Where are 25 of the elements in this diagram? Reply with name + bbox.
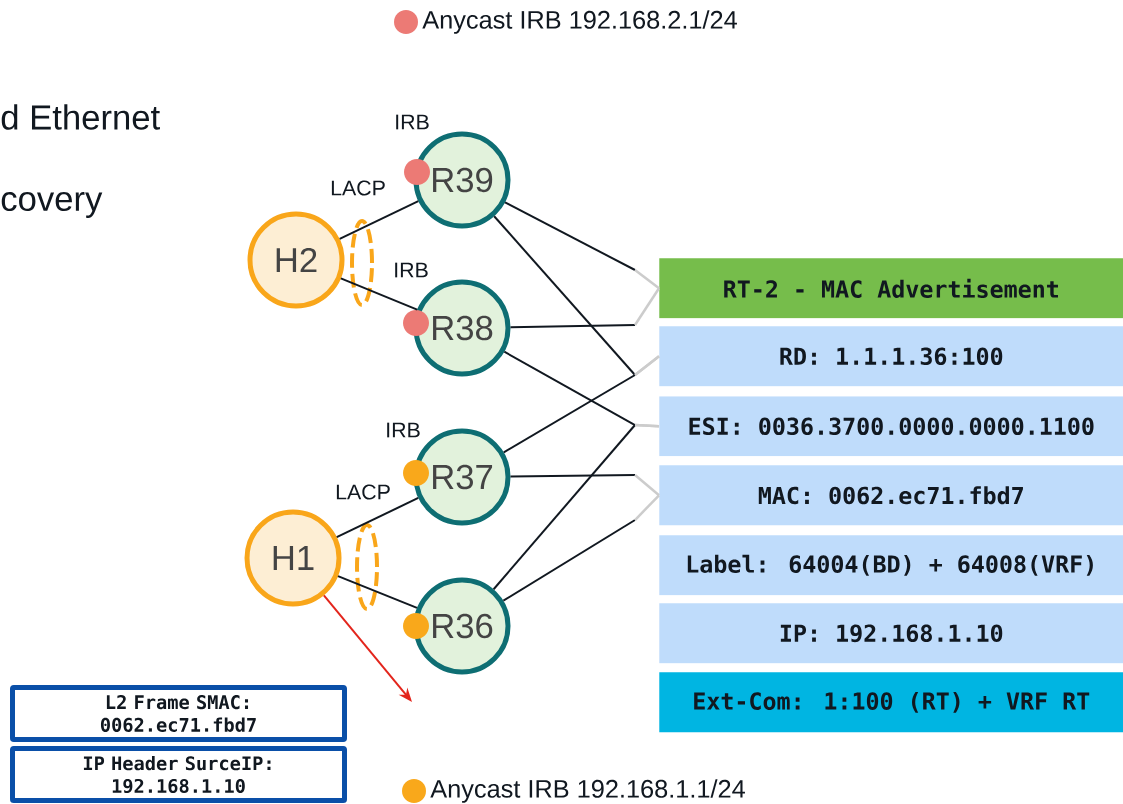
link-line <box>502 355 660 454</box>
legend-text: Anycast IRB 192.168.1.1/24 <box>430 779 745 803</box>
heading-text: d Ethernet <box>1 104 160 130</box>
link-line <box>509 287 661 329</box>
field-row: ESI: 0036.3700.0000.0000.1100 <box>659 396 1123 457</box>
link-line <box>339 277 419 311</box>
heading-text: covery <box>1 192 103 218</box>
header-box: IP Header SurceIP: 192.168.1.10 <box>10 746 347 803</box>
link-line <box>492 423 660 591</box>
header-box: L2 Frame SMAC: 0062.ec71.fbd7 <box>10 685 347 742</box>
link-line <box>338 200 420 240</box>
field-row: RD: 1.1.1.36:100 <box>659 326 1123 387</box>
link-line <box>335 496 420 539</box>
field-row: Label: 64004(BD) + 64008(VRF) <box>659 535 1123 596</box>
link-line <box>337 575 418 609</box>
field-row: IP: 192.168.1.10 <box>659 603 1123 664</box>
interface-label: IRB <box>395 262 428 278</box>
header-row: Ext-Com: 1:100 (RT) + VRF RT <box>659 672 1123 733</box>
field-row: MAC: 0062.ec71.fbd7 <box>659 465 1123 526</box>
header-row: RT-2 - MAC Advertisement <box>659 258 1123 319</box>
interface-label: IRB <box>396 114 429 130</box>
link-line <box>509 474 660 497</box>
legend-text: Anycast IRB 192.168.2.1/24 <box>422 10 737 34</box>
link-line <box>502 494 660 602</box>
link-line <box>504 201 660 290</box>
